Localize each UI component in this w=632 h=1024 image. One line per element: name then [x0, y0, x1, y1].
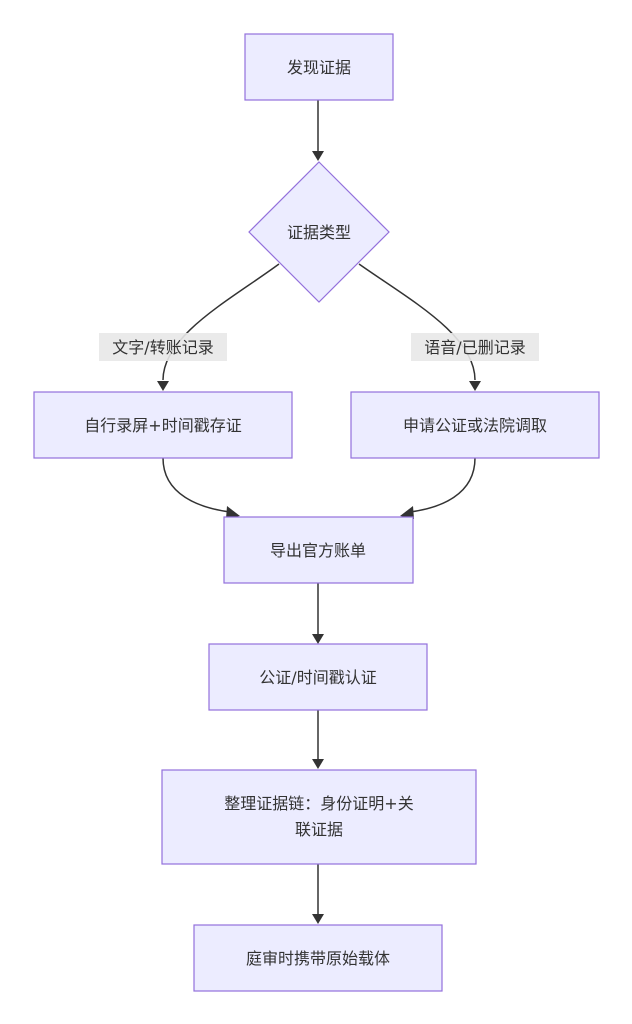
node-record-text: 自行录屏+时间戳存证 [84, 416, 241, 435]
node-notary-court-text: 申请公证或法院调取 [403, 416, 547, 435]
node-court: 庭审时携带原始载体 [193, 924, 443, 992]
node-court-text: 庭审时携带原始载体 [246, 949, 390, 968]
arrowhead-court [312, 914, 324, 924]
node-notary-court: 申请公证或法院调取 [350, 391, 600, 459]
edges [157, 100, 481, 924]
arrowhead-type [312, 151, 324, 161]
node-notarize: 公证/时间戳认证 [208, 643, 428, 711]
node-discover-text: 发现证据 [287, 58, 351, 77]
edge-type-to-record [162, 263, 280, 381]
edge-label-right-text: 语音/已删记录 [424, 338, 525, 357]
node-type-text: 证据类型 [287, 223, 351, 242]
node-notarize-text: 公证/时间戳认证 [259, 668, 376, 687]
arrowhead-record [157, 381, 169, 391]
node-type-decision: 证据类型 [248, 161, 390, 303]
node-chain-text-line2: 联证据 [295, 820, 343, 839]
edge-notary-to-export [409, 457, 476, 513]
arrowhead-notarize [312, 634, 324, 644]
node-export: 导出官方账单 [223, 516, 414, 584]
edge-record-to-export [162, 457, 231, 513]
arrowhead-export-left [226, 506, 240, 519]
arrowhead-chain [312, 759, 324, 769]
node-chain-text-line1: 整理证据链：身份证明+关 [224, 794, 413, 813]
edge-label-left: 文字/转账记录 [99, 333, 227, 361]
node-record: 自行录屏+时间戳存证 [33, 391, 293, 459]
node-discover: 发现证据 [244, 33, 394, 101]
edge-label-right: 语音/已删记录 [411, 333, 539, 361]
arrowhead-notary [469, 381, 481, 391]
edge-label-left-text: 文字/转账记录 [112, 338, 213, 357]
node-export-text: 导出官方账单 [270, 541, 366, 560]
node-evidence-chain: 整理证据链：身份证明+关 联证据 [161, 769, 477, 865]
arrowhead-export-right [400, 506, 414, 519]
edge-type-to-notary [358, 263, 476, 381]
